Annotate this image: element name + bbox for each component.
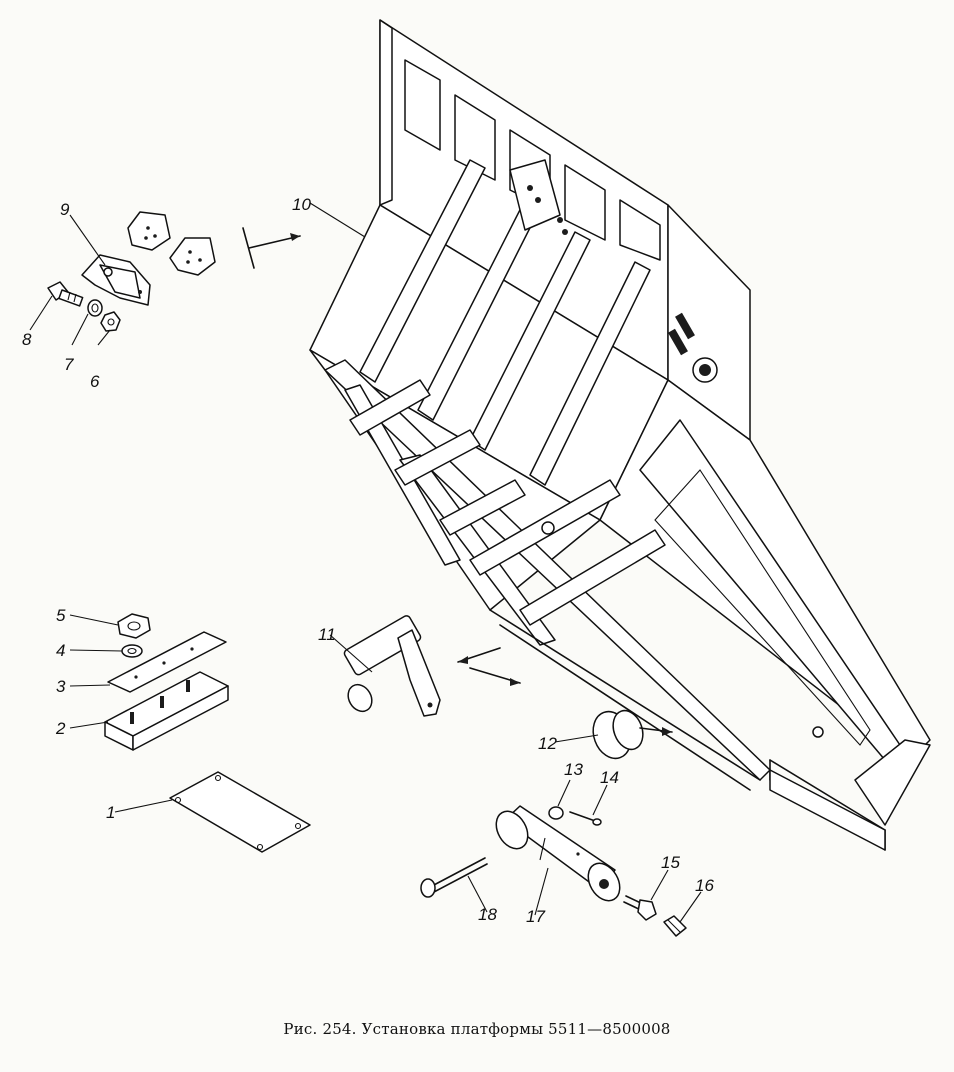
bolt-15	[623, 895, 657, 921]
axle-17	[495, 805, 621, 902]
figure-caption: Рис. 254. Установка платформы 5511—85000…	[283, 1020, 671, 1038]
callout-2: 2	[55, 719, 66, 738]
callout-18: 18	[478, 905, 497, 924]
callout-3: 3	[56, 677, 66, 696]
assembly-arrow-middle	[457, 647, 521, 686]
bracket-pads	[127, 211, 216, 276]
cotter-pin-14	[569, 811, 602, 826]
callout-14: 14	[600, 768, 619, 787]
nut-6	[100, 311, 121, 332]
callout-5: 5	[56, 606, 66, 625]
washer-7	[87, 299, 103, 317]
callout-13: 13	[564, 760, 583, 779]
leader-lines	[29, 202, 702, 923]
washer-13	[548, 806, 564, 820]
callout-4: 4	[56, 641, 65, 660]
assembly-arrow-top	[242, 227, 301, 269]
grease-fitting-16	[663, 915, 687, 937]
bolt-8	[47, 281, 84, 307]
callout-10: 10	[292, 195, 311, 214]
bolt-18	[420, 857, 488, 898]
bracket-9	[81, 254, 151, 306]
callout-6: 6	[90, 372, 100, 391]
callout-16: 16	[695, 876, 714, 895]
callout-9: 9	[60, 200, 70, 219]
block-2	[104, 671, 229, 751]
callout-17: 17	[526, 907, 545, 926]
pin-11	[343, 615, 441, 717]
nut-5	[117, 613, 151, 639]
washer-4	[121, 644, 143, 658]
callout-1: 1	[106, 803, 115, 822]
callout-11: 11	[318, 625, 336, 644]
callout-labels: 1 2 3 4 5 6 7 8 9 10 11 12 13 14 15 16 1…	[22, 195, 714, 926]
callout-15: 15	[661, 853, 680, 872]
callout-8: 8	[22, 330, 32, 349]
callout-12: 12	[538, 734, 557, 753]
plate-1	[169, 771, 311, 853]
dump-body	[309, 19, 931, 851]
bushing-12	[592, 709, 673, 760]
callout-7: 7	[64, 355, 74, 374]
